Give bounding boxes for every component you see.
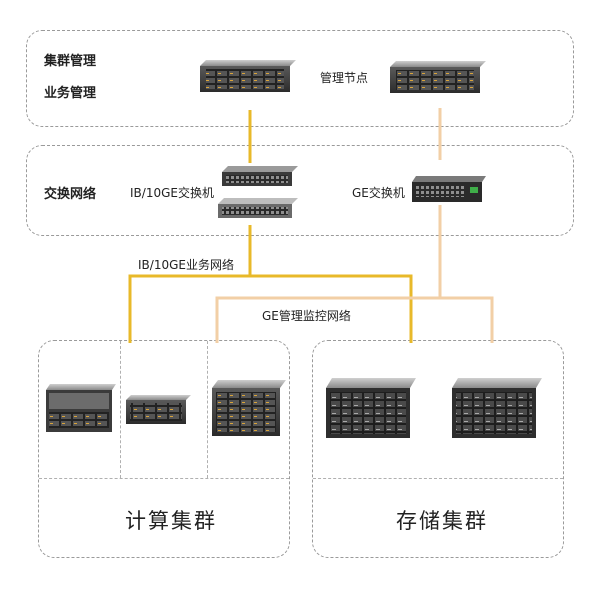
storage-divider	[313, 478, 563, 479]
switch-title: 交换网络	[44, 187, 97, 202]
ib-network-lines	[128, 110, 413, 343]
compute-col-divider-2	[207, 341, 208, 478]
compute-cluster-title: 计算集群	[125, 509, 217, 533]
ib-switch-label: IB/10GE交换机	[130, 186, 214, 200]
compute-col-divider-1	[120, 341, 121, 478]
mgmt-title-line2: 业务管理	[44, 86, 97, 101]
storage-cluster-title: 存储集群	[396, 509, 488, 533]
storage-array-1-icon	[326, 378, 416, 438]
mgmt-title-line1: 集群管理	[44, 54, 97, 69]
ge-switch-icon	[412, 176, 486, 202]
mgmt-node-label: 管理节点	[320, 71, 369, 85]
ge-network-label: GE管理监控网络	[262, 309, 351, 323]
ib-switch-1-icon	[222, 166, 298, 186]
compute-cluster-section	[38, 340, 290, 558]
compute-rack-server-icon	[126, 395, 191, 424]
compute-divider	[39, 478, 289, 479]
compute-storage-server-icon	[212, 380, 286, 436]
ib-switch-2-icon	[218, 198, 298, 218]
mgmt-server-2-icon	[390, 61, 486, 93]
storage-array-2-icon	[452, 378, 542, 438]
ib-network-label: IB/10GE业务网络	[138, 258, 234, 272]
management-section	[26, 30, 574, 127]
storage-cluster-section	[312, 340, 564, 558]
ge-network-lines	[215, 108, 494, 343]
compute-blade-server-icon	[46, 384, 116, 432]
switch-section	[26, 145, 574, 236]
mgmt-server-1-icon	[200, 60, 296, 92]
ge-switch-label: GE交换机	[352, 186, 405, 200]
